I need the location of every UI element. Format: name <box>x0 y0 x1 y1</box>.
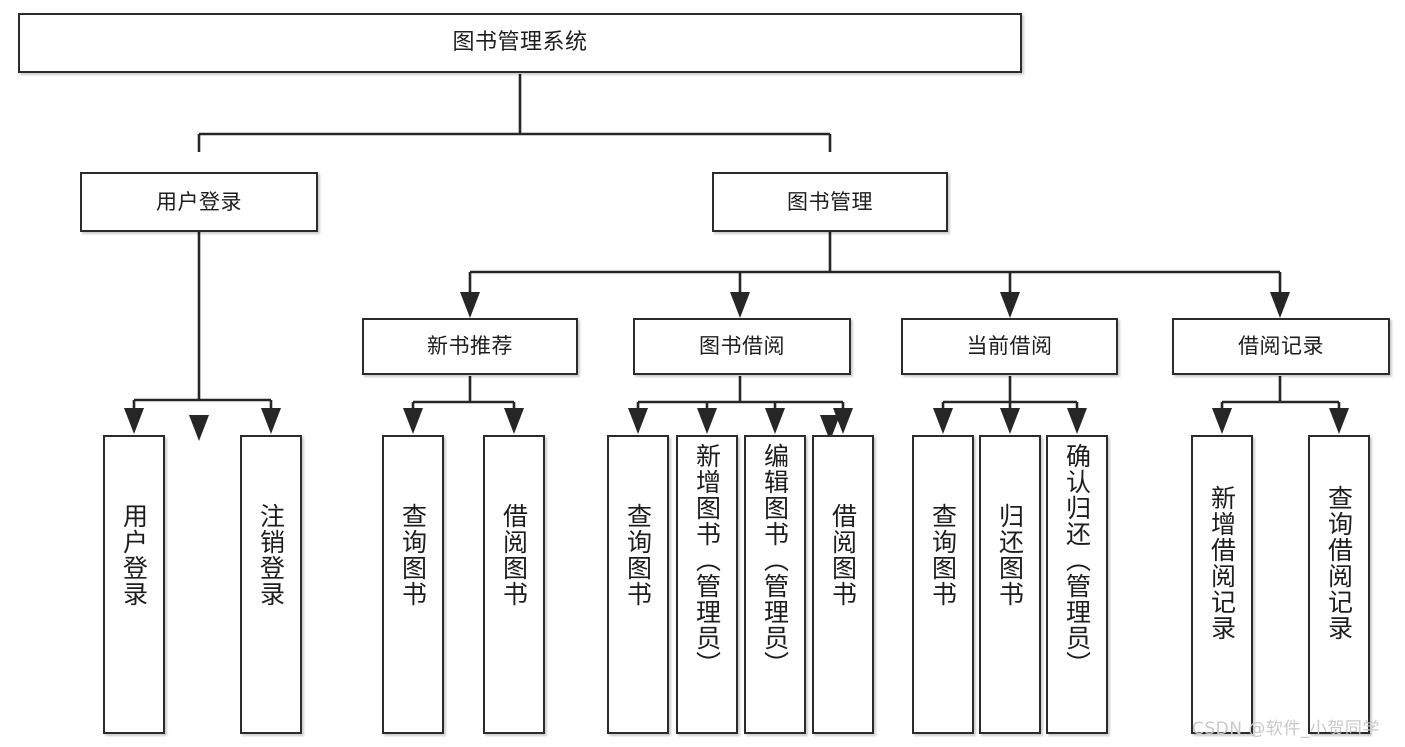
node-leaf-edit-book[interactable]: 编辑图书（管理员） <box>744 435 806 734</box>
node-label: 归还图书 <box>995 503 1025 607</box>
node-label: 用户登录 <box>156 189 242 214</box>
node-leaf-add-book[interactable]: 新增图书（管理员） <box>676 435 738 734</box>
node-leaf-query-borrow-record[interactable]: 查询借阅记录 <box>1308 435 1370 734</box>
node-label: 确认归还（管理员） <box>1062 443 1092 677</box>
node-borrow-record[interactable]: 借阅记录 <box>1172 318 1390 375</box>
node-leaf-query-book-recommend[interactable]: 查询图书 <box>382 435 444 734</box>
node-user-login[interactable]: 用户登录 <box>80 172 318 232</box>
node-label: 图书管理系统 <box>452 30 588 56</box>
node-label: 新书推荐 <box>427 334 513 359</box>
node-label: 新增图书（管理员） <box>692 443 722 677</box>
node-label: 借阅图书 <box>499 503 529 607</box>
node-root-book-management-system[interactable]: 图书管理系统 <box>18 13 1022 73</box>
node-label: 查询借阅记录 <box>1324 485 1354 641</box>
node-label: 当前借阅 <box>966 334 1053 359</box>
node-label: 用户登录 <box>119 503 149 607</box>
node-leaf-borrow-book[interactable]: 借阅图书 <box>812 435 874 734</box>
node-book-management[interactable]: 图书管理 <box>712 172 948 232</box>
node-leaf-query-book-current[interactable]: 查询图书 <box>912 435 974 734</box>
node-new-book-recommend[interactable]: 新书推荐 <box>362 318 578 375</box>
node-label: 查询图书 <box>928 503 958 607</box>
node-label: 注销登录 <box>256 503 286 607</box>
node-label: 新增借阅记录 <box>1207 485 1237 641</box>
node-label: 查询图书 <box>398 503 428 607</box>
node-leaf-add-borrow-record[interactable]: 新增借阅记录 <box>1191 435 1253 734</box>
node-label: 图书管理 <box>787 189 873 214</box>
node-leaf-borrow-book-recommend[interactable]: 借阅图书 <box>483 435 545 734</box>
node-leaf-user-login[interactable]: 用户登录 <box>103 435 165 734</box>
node-label: 借阅图书 <box>828 503 858 607</box>
node-label: 编辑图书（管理员） <box>760 443 790 677</box>
node-label: 借阅记录 <box>1238 334 1324 359</box>
node-leaf-confirm-return[interactable]: 确认归还（管理员） <box>1046 435 1108 734</box>
node-current-borrow[interactable]: 当前借阅 <box>901 318 1118 375</box>
node-label: 查询图书 <box>623 503 653 607</box>
node-label: 图书借阅 <box>699 334 785 359</box>
node-leaf-query-book-borrow[interactable]: 查询图书 <box>607 435 669 734</box>
node-leaf-return-book[interactable]: 归还图书 <box>979 435 1041 734</box>
csdn-watermark: CSDN @软件_小贺同学 <box>1192 719 1380 739</box>
node-book-borrow[interactable]: 图书借阅 <box>633 318 851 375</box>
node-leaf-logout-login[interactable]: 注销登录 <box>240 435 302 734</box>
